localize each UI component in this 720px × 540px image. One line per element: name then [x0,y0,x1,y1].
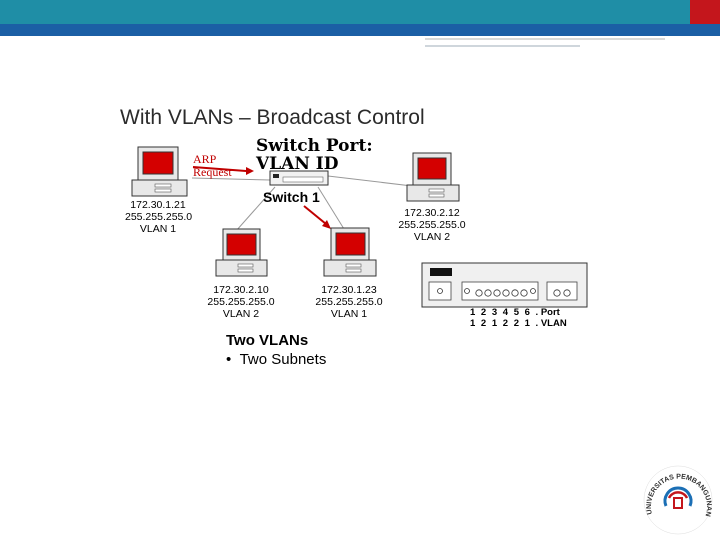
summary-bullet: • Two Subnets [226,351,326,368]
computer-icon-pc2 [406,152,460,202]
broadcast-arrow [303,205,327,225]
vlan-row-label: VLAN [540,318,567,329]
vlan-id-label: VLAN ID [256,154,339,174]
computer-icon-pc3 [215,228,268,277]
pc-mask: 255.255.255.0 [125,211,193,223]
arp-arrowhead [246,167,254,175]
header-divider-line [425,45,580,47]
logo-arc-text: UNIVERSITAS PEMBANGUNAN JAYA [640,462,712,517]
link-pc1-switch [191,177,271,181]
summary-bullet-text: Two Subnets [239,351,327,368]
university-logo-icon [643,465,713,535]
pc-vlan: VLAN 2 [413,231,451,243]
broadcast-arrowhead [322,220,331,229]
computer-icon-pc4 [323,227,377,277]
slide-title: With VLANs – Broadcast Control [120,106,425,129]
pc-ip: 172.30.2.12 [404,207,460,219]
pc-ip: 172.30.1.21 [130,199,186,211]
port-number-row: 1 2 3 4 5 6 . Port [470,307,560,318]
university-logo-text: UNIVERSITAS PEMBANGUNAN JAYA [640,462,712,517]
pc-mask: 255.255.255.0 [315,296,383,308]
vlan-assignment-row: 1 2 1 2 2 1 . VLAN [470,318,567,329]
pc3-label: 172.30.2.10 255.255.255.0 VLAN 2 [207,284,275,320]
vlan-numbers: 1 2 1 2 2 1 . [470,318,539,329]
pc1-label: 172.30.1.21 255.255.255.0 VLAN 1 [125,199,193,235]
computer-icon-pc1 [131,146,188,197]
pc-mask: 255.255.255.0 [207,296,275,308]
port-row-label: Port [540,307,560,318]
link-switch-pc2 [327,175,413,187]
arp-request-label: ARP Request [193,153,232,179]
switch-icon [269,170,329,186]
pc-mask: 255.255.255.0 [398,219,466,231]
svg-text:UNIVERSITAS PEMBANGUNAN JAYA: UNIVERSITAS PEMBANGUNAN JAYA [640,462,712,517]
bullet-icon: • [226,351,240,368]
pc-vlan: VLAN 1 [330,308,368,320]
header-bar-red [690,0,720,24]
switch-label: Switch 1 [263,189,320,205]
arp-label-line1: ARP [193,152,217,166]
header-bar-blue [0,24,720,36]
pc-vlan: VLAN 1 [139,223,177,235]
pc4-label: 172.30.1.23 255.255.255.0 VLAN 1 [314,284,384,320]
link-switch-pc4 [317,186,345,230]
header-divider-line [425,38,665,40]
switch-port-panel [421,262,588,308]
port-numbers: 1 2 3 4 5 6 . [470,307,539,318]
arp-arrow [192,166,247,172]
pc-ip: 172.30.2.10 [213,284,269,296]
arp-label-line2: Request [193,165,232,179]
summary-heading: Two VLANs [226,332,309,349]
pc2-label: 172.30.2.12 255.255.255.0 VLAN 2 [398,207,466,243]
pc-vlan: VLAN 2 [222,308,260,320]
pc-ip: 172.30.1.23 [321,284,377,296]
link-switch-pc3 [235,186,276,232]
switch-port-label: Switch Port: [256,136,373,156]
header-bar-teal [0,0,690,24]
switch-port-vlan-id-label: Switch Port: VLAN ID [256,137,373,173]
